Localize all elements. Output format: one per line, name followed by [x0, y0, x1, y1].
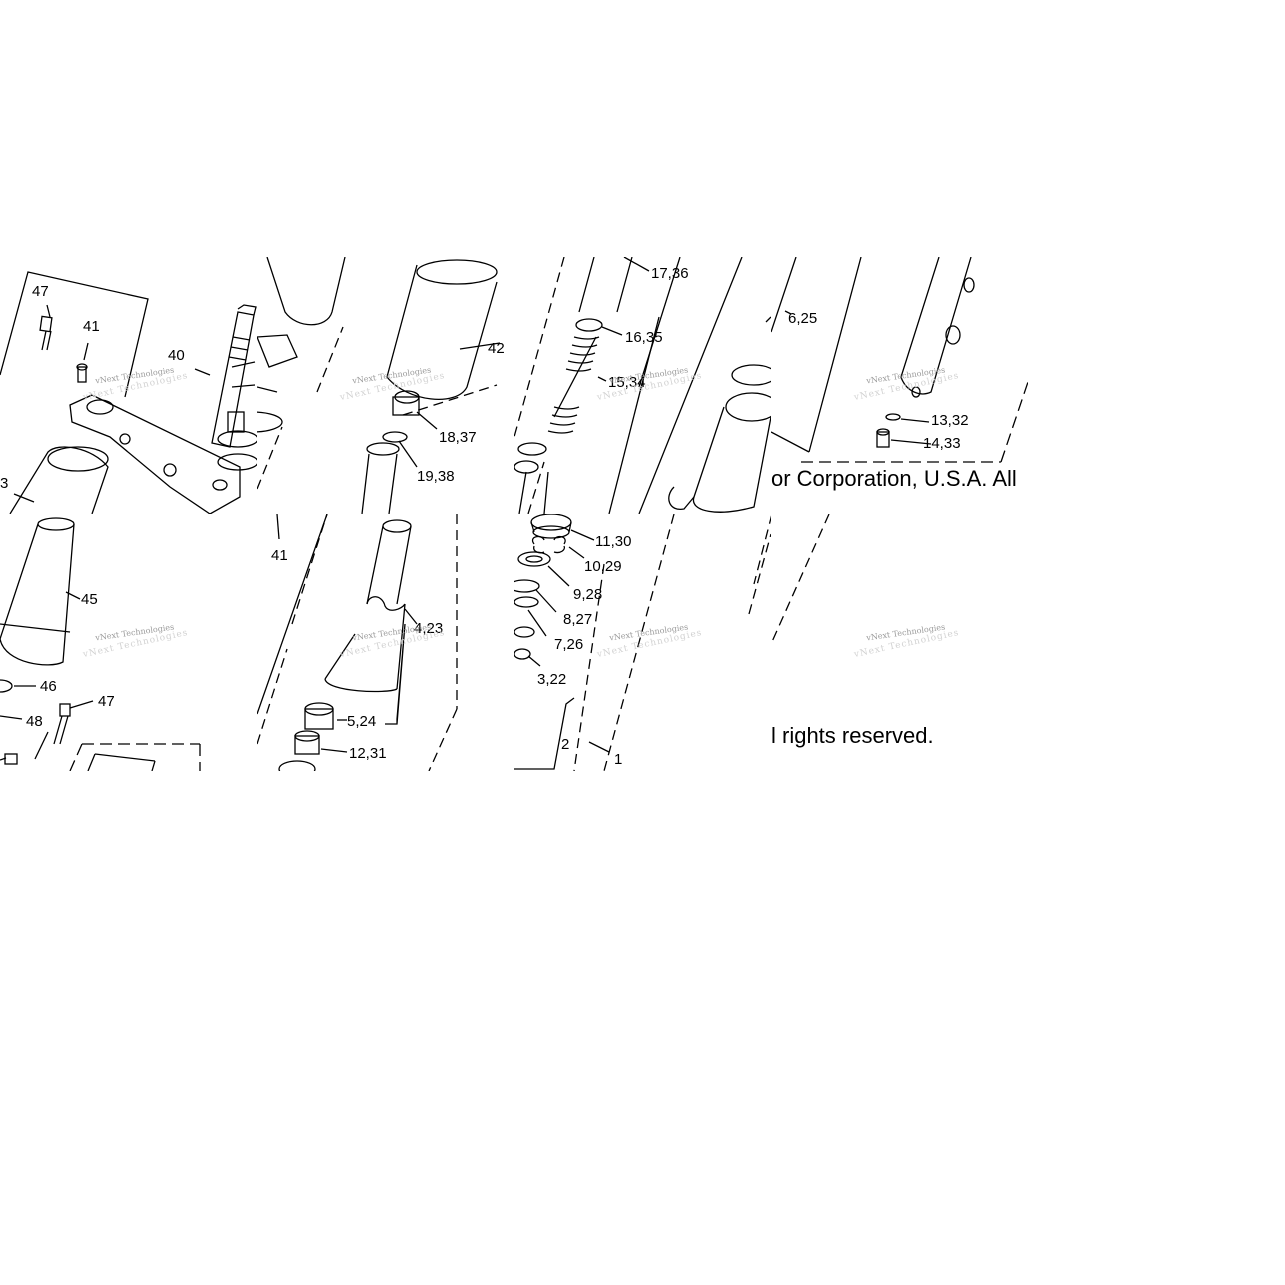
diagram-drawing-4	[771, 257, 1028, 463]
diagram-drawing-6	[257, 514, 458, 771]
part-label-6-25: 6,25	[788, 310, 818, 327]
part-label-14-33: 14,33	[923, 435, 961, 452]
diagram-tile-2: 42 18,37 19,38 vNext Technologies vNext …	[257, 257, 514, 514]
part-label-3: 3	[0, 475, 9, 492]
part-label-15-34: 15,34	[608, 374, 646, 391]
diagram-tile-7: 11,30 10,29 9,28 8,27 7,26 3,22 2 1 vNex…	[514, 514, 771, 771]
part-label-41: 41	[83, 318, 100, 335]
part-label-1: 1	[614, 751, 623, 768]
part-label-2: 2	[561, 736, 570, 753]
part-label-48: 48	[26, 713, 43, 730]
part-label-47: 47	[32, 283, 49, 300]
diagram-drawing-5	[0, 517, 201, 771]
copyright-fragment-2: l rights reserved.	[771, 723, 934, 748]
diagram-drawing-3	[514, 257, 771, 514]
part-label-4-23: 4,23	[414, 620, 444, 637]
part-label-16-35: 16,35	[625, 329, 663, 346]
part-label-3-22: 3,22	[537, 671, 567, 688]
part-label-47: 47	[98, 693, 115, 710]
part-label-45: 45	[81, 591, 98, 608]
part-label-5-24: 5,24	[347, 713, 377, 730]
diagram-drawing-8	[771, 514, 830, 645]
part-label-11-30: 11,30	[595, 533, 632, 550]
diagram-tile-4: 6,25 13,32 14,33 or Corporation, U.S.A. …	[771, 257, 1028, 514]
part-label-41: 41	[271, 547, 288, 564]
diagram-drawing-2	[257, 257, 501, 514]
copyright-fragment-1: or Corporation, U.S.A. All	[771, 466, 1017, 491]
part-label-9-28: 9,28	[573, 586, 603, 603]
part-label-19-38: 19,38	[417, 468, 455, 485]
part-label-10-29: 10,29	[584, 558, 622, 575]
diagram-tile-6: 41 4,23 5,24 12,31 vNext Technologies vN…	[257, 514, 514, 771]
diagram-drawing-7	[514, 514, 771, 771]
diagram-tile-3: 17,36 16,35 15,34 vNext Technologies vNe…	[514, 257, 771, 514]
part-label-7-26: 7,26	[554, 636, 584, 653]
part-label-8-27: 8,27	[563, 611, 593, 628]
part-label-17-36: 17,36	[651, 265, 689, 282]
part-label-46: 46	[40, 678, 57, 695]
part-label-40: 40	[168, 347, 185, 364]
diagram-drawing-1	[0, 271, 257, 514]
diagram-tile-8: l rights reserved. vNext Technologies vN…	[771, 514, 1028, 771]
part-label-13-32: 13,32	[931, 412, 969, 429]
diagram-tile-5: 45 46 47 48 vNext Technologies vNext Tec…	[0, 514, 257, 771]
diagram-tile-1: 47 41 40 3 vNext Technologies vNext Tech…	[0, 257, 257, 514]
part-label-12-31: 12,31	[349, 745, 387, 762]
part-label-18-37: 18,37	[439, 429, 477, 446]
part-label-42: 42	[488, 340, 505, 357]
